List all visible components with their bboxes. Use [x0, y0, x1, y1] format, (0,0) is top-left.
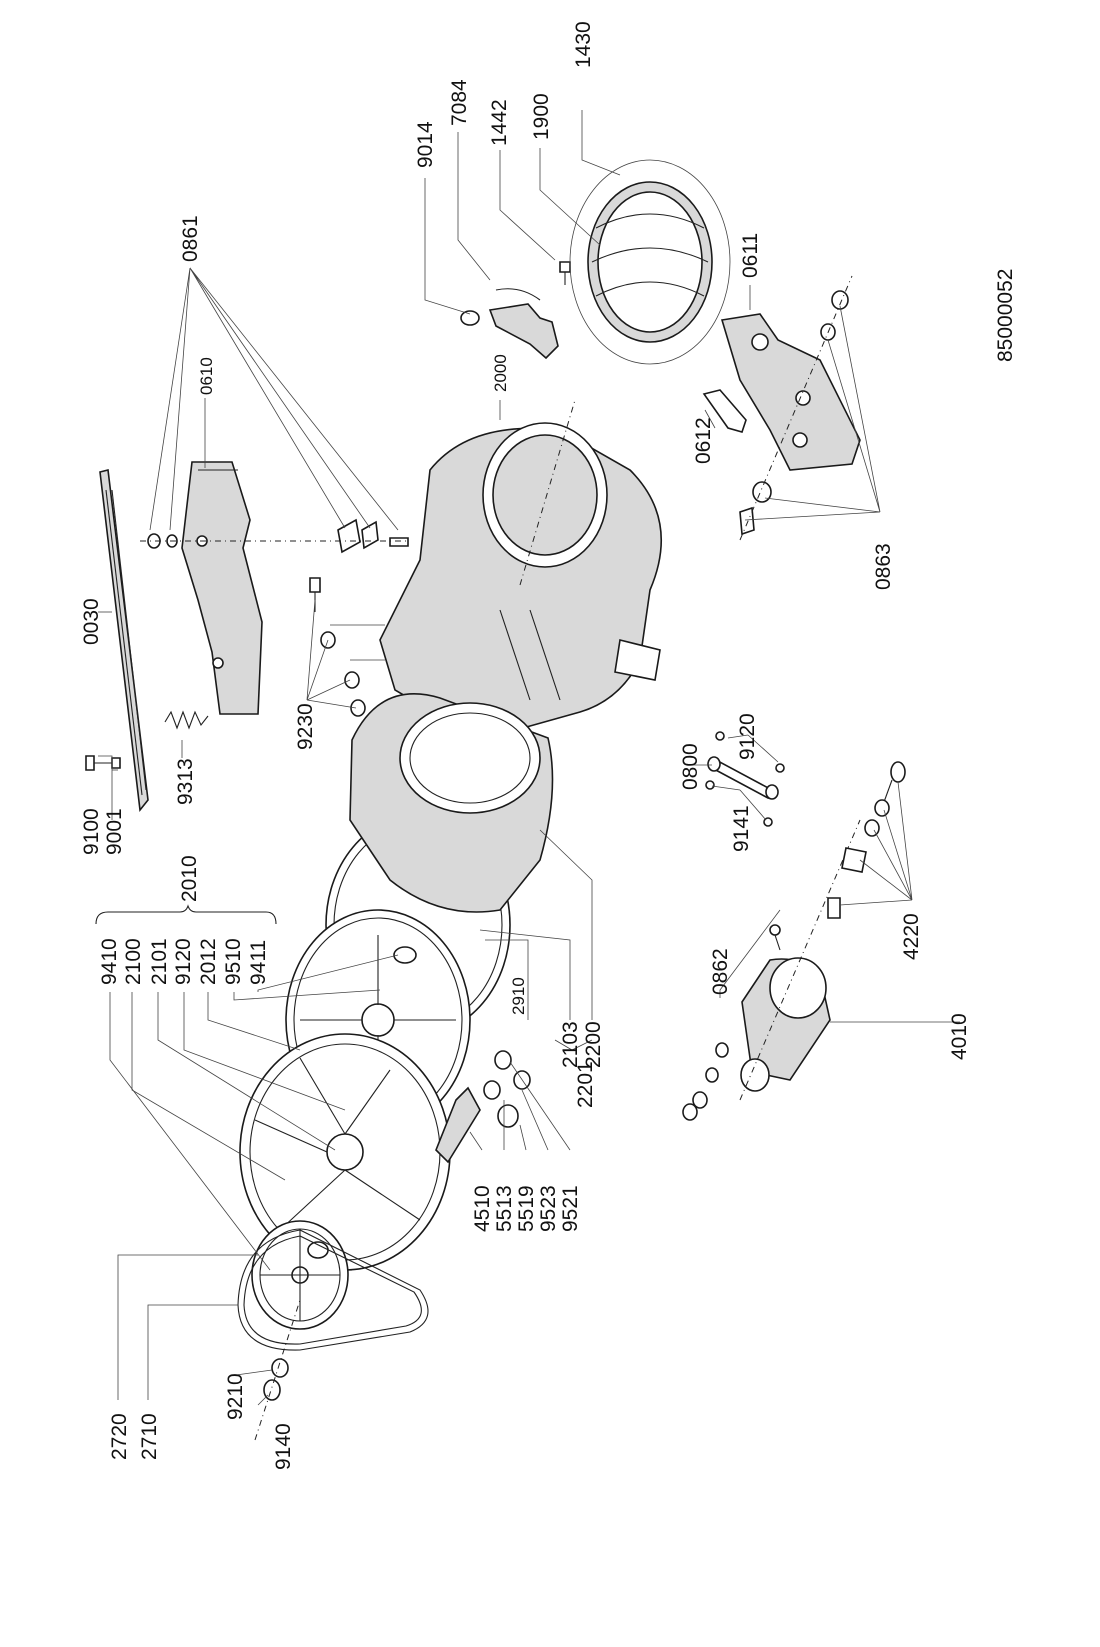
- part-0030-rail: [99, 469, 149, 812]
- part-4510-heater: [435, 1086, 481, 1164]
- label-9410: 9410: [98, 938, 121, 985]
- label-9230: 9230: [294, 703, 317, 750]
- label-2100: 2100: [122, 938, 145, 985]
- label-0610: 0610: [197, 357, 216, 395]
- label-9100: 9100: [80, 808, 103, 855]
- label-2101: 2101: [148, 938, 171, 985]
- part-9230-bolts: [309, 577, 366, 717]
- part-1900-gasket: [569, 159, 731, 365]
- label-9140: 9140: [272, 1423, 295, 1470]
- label-9120-a: 9120: [172, 938, 195, 985]
- part-4010-motor: [682, 819, 861, 1121]
- part-0612-bracket: [702, 389, 747, 433]
- part-0610-counterweight: [181, 461, 263, 715]
- part-0861-hardware: [140, 518, 410, 554]
- label-2910: 2910: [509, 977, 528, 1015]
- part-2720-pulley: [251, 1220, 349, 1330]
- part-9313-spring: [164, 710, 209, 730]
- label-9313: 9313: [174, 758, 197, 805]
- label-9001: 9001: [103, 808, 126, 855]
- part-nuts-group: [483, 1050, 531, 1128]
- drawing-number: 85000052: [994, 269, 1017, 362]
- label-0030: 0030: [80, 598, 103, 645]
- label-0611: 0611: [739, 233, 762, 278]
- label-2201: 2201: [574, 1061, 597, 1108]
- label-1430: 1430: [572, 21, 595, 68]
- label-2103: 2103: [559, 1021, 582, 1068]
- part-9100-screw: [85, 755, 121, 771]
- label-0863: 0863: [872, 543, 895, 590]
- label-7084: 7084: [448, 79, 471, 126]
- label-2010: 2010: [178, 855, 201, 902]
- part-4220-hardware: [827, 761, 906, 919]
- part-labels: 0030 9100 9001 9313 0610 0861 9230 9014 …: [80, 21, 1017, 1470]
- label-0862: 0862: [709, 948, 732, 995]
- label-2710: 2710: [138, 1413, 161, 1460]
- part-2200-drum: [349, 693, 554, 913]
- part-2710-belt: [237, 1229, 429, 1351]
- label-4010: 4010: [948, 1013, 971, 1060]
- label-9510: 9510: [222, 938, 245, 985]
- label-1900: 1900: [530, 93, 553, 140]
- label-5513: 5513: [493, 1185, 516, 1232]
- label-9523: 9523: [537, 1185, 560, 1232]
- part-7084-hose: [460, 288, 559, 360]
- label-4220: 4220: [900, 913, 923, 960]
- part-0863-bolts: [739, 275, 853, 541]
- label-9120-b: 9120: [736, 713, 759, 760]
- part-0611-counterweight: [720, 313, 861, 471]
- label-4510: 4510: [471, 1185, 494, 1232]
- label-5519: 5519: [515, 1185, 538, 1232]
- label-1442: 1442: [488, 99, 511, 146]
- label-0612: 0612: [692, 417, 715, 464]
- part-1442-screw: [559, 261, 571, 285]
- label-2720: 2720: [108, 1413, 131, 1460]
- label-2012: 2012: [197, 938, 220, 985]
- part-2000-tub: [379, 399, 662, 741]
- leader-lines: [95, 110, 960, 1406]
- label-9014: 9014: [414, 121, 437, 168]
- label-2000: 2000: [491, 354, 510, 392]
- label-9141: 9141: [730, 805, 753, 852]
- label-9210: 9210: [224, 1373, 247, 1420]
- label-0800: 0800: [679, 743, 702, 790]
- label-0861: 0861: [179, 215, 202, 262]
- label-9521: 9521: [559, 1185, 582, 1232]
- label-9411: 9411: [247, 940, 270, 985]
- part-0800-absorber: [705, 731, 785, 827]
- label-2200: 2200: [582, 1021, 605, 1068]
